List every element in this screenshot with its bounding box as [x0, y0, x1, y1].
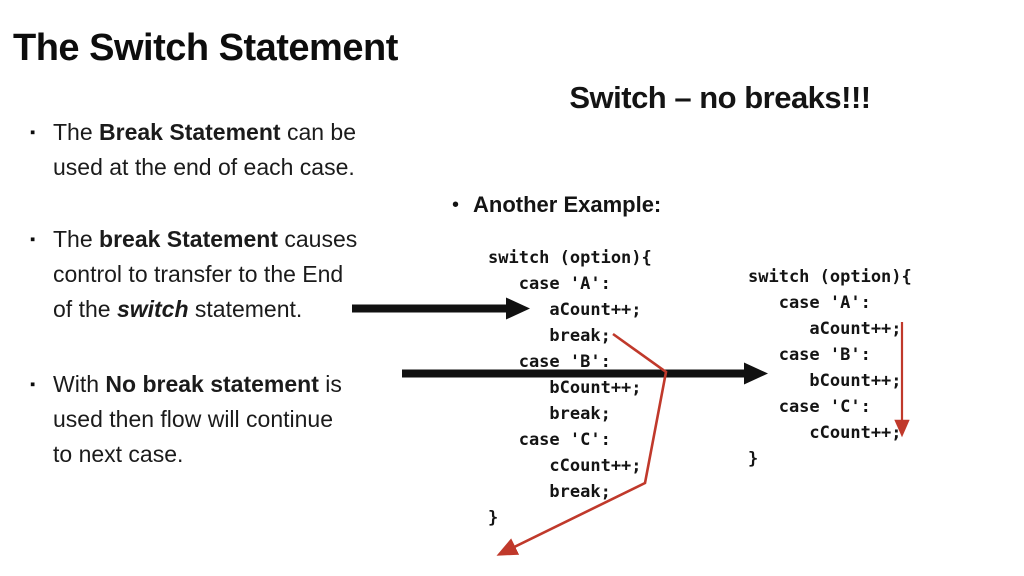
code-line: switch (option){ [748, 267, 912, 287]
code-line: switch (option){ [488, 248, 652, 268]
another-example-label: Another Example: [473, 192, 662, 217]
bullet-item: ▪ The Break Statement can be used at the e… [30, 115, 356, 185]
bullet-item: ▪ With No break statement is used then flo… [30, 367, 342, 472]
code-line: break; [488, 404, 611, 424]
bullet-text: The break Statement causes control to tra… [53, 222, 357, 327]
code-line: break; [488, 326, 611, 346]
code-line: bCount++; [488, 378, 642, 398]
code-line: case 'C': [748, 397, 871, 417]
code-line: } [748, 449, 759, 469]
code-line: bCount++; [748, 371, 902, 391]
bullet-line: With No break statement is [53, 371, 342, 397]
bullet-item: ▪ The break Statement causes control to tr… [30, 222, 357, 327]
code-block-with-breaks: switch (option){ case 'A': aCount++; bre… [488, 245, 652, 531]
bullet-line: The Break Statement can be [53, 119, 357, 145]
code-line: case 'C': [488, 430, 611, 450]
square-bullet-icon: ▪ [30, 124, 36, 141]
code-line: case 'B': [748, 345, 871, 365]
bullet-line: to next case. [53, 441, 184, 467]
square-bullet-icon: ▪ [30, 231, 36, 248]
bullet-text: The Break Statement can be used at the en… [53, 115, 356, 185]
code-line: case 'A': [488, 274, 611, 294]
code-line: aCount++; [488, 300, 642, 320]
code-line: cCount++; [488, 456, 642, 476]
square-bullet-icon: ▪ [30, 376, 36, 393]
page-title: The Switch Statement [13, 27, 398, 70]
bullet-text: With No break statement is used then flow… [53, 367, 342, 472]
code-block-without-breaks: switch (option){ case 'A': aCount++; cas… [748, 264, 912, 472]
bullet-line: of the switch statement. [53, 296, 303, 322]
embedded-example-heading: Switch – no breaks!!! [569, 80, 871, 115]
code-line: aCount++; [748, 319, 902, 339]
another-example-bullet: • Another Example: [452, 190, 661, 220]
bullet-line: used at the end of each case. [53, 154, 355, 180]
code-line: case 'A': [748, 293, 871, 313]
code-line: break; [488, 482, 611, 502]
bullet-line: The break Statement causes [53, 226, 358, 252]
bullet-line: control to transfer to the End [53, 261, 344, 287]
code-line: } [488, 508, 499, 528]
round-bullet-icon: • [452, 194, 460, 216]
bullet-line: used then flow will continue [53, 406, 333, 432]
code-line: cCount++; [748, 423, 902, 443]
code-line: case 'B': [488, 352, 611, 372]
